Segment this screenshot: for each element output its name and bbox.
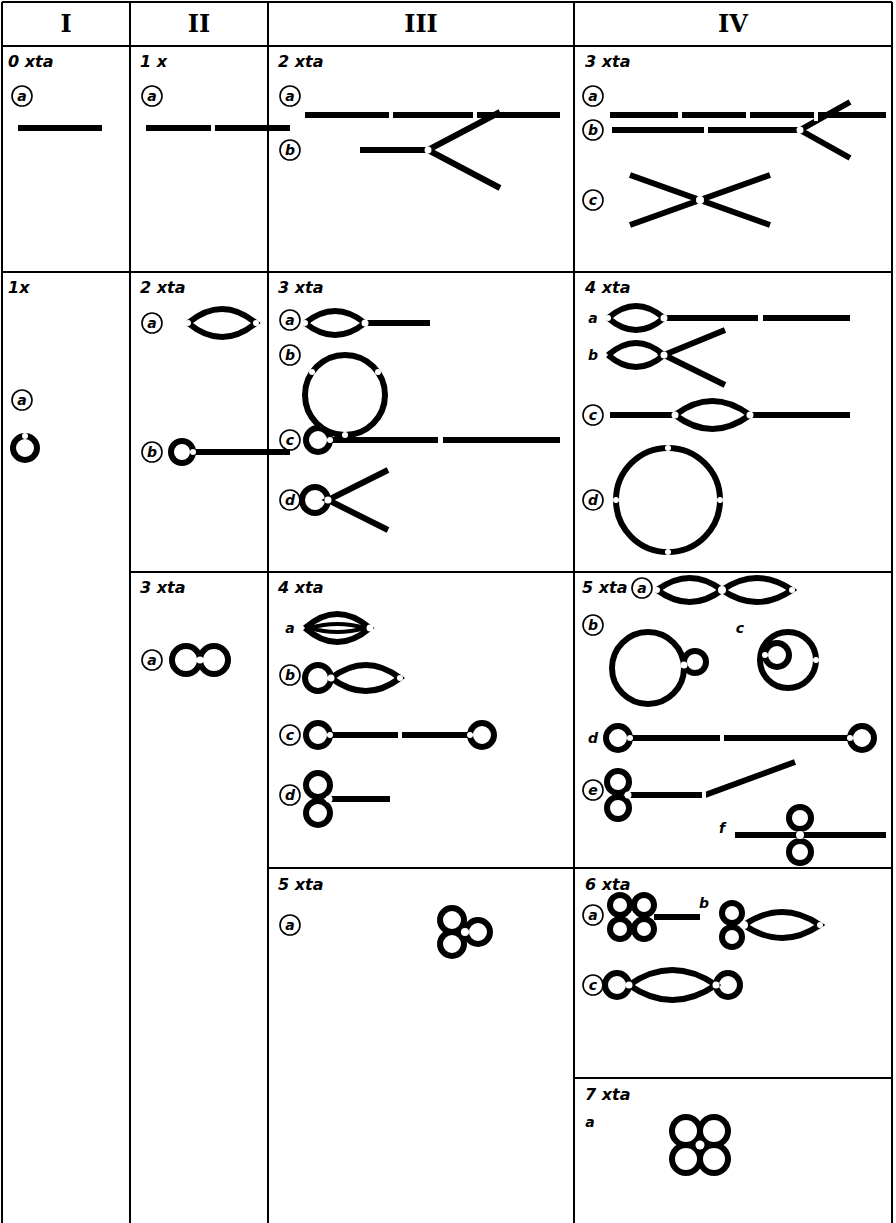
column-heading: IV xyxy=(718,12,748,36)
figure-letter: f xyxy=(719,821,725,835)
figure-letter: a xyxy=(637,581,646,595)
figure-letter: c xyxy=(589,193,597,207)
figure-letter: d xyxy=(285,788,295,802)
figure-letter: c xyxy=(286,728,294,742)
figure-letter: b xyxy=(285,143,295,157)
figure-letter: d xyxy=(588,731,598,745)
figure-letter: c xyxy=(589,978,597,992)
figure-letter: b xyxy=(699,896,709,910)
figure-letter: d xyxy=(588,493,598,507)
figure-letter: a xyxy=(147,316,156,330)
figure-letter: a xyxy=(17,89,26,103)
figure-letter: a xyxy=(588,89,597,103)
chiasma-count: 5 xta xyxy=(582,580,627,596)
chiasma-count: 4 xta xyxy=(585,280,630,296)
figure-letter: c xyxy=(736,621,744,635)
chiasma-count: 6 xta xyxy=(585,877,630,893)
figure-letter: a xyxy=(285,918,294,932)
figure-letter: d xyxy=(285,493,295,507)
chiasma-count: 3 xta xyxy=(278,280,323,296)
figure-letter: a xyxy=(17,393,26,407)
chiasma-count: 0 xta xyxy=(8,54,53,70)
figure-letter: a xyxy=(588,908,597,922)
figure-letter: b xyxy=(285,348,295,362)
letter-circles xyxy=(12,86,652,995)
figure-letter: a xyxy=(147,653,156,667)
figure-letter: a xyxy=(285,621,294,635)
figure-letter: a xyxy=(588,311,597,325)
column-heading: III xyxy=(404,12,438,36)
chiasma-marks xyxy=(22,109,853,1150)
chiasma-count: 1x xyxy=(8,280,29,296)
chiasma-count: 7 xta xyxy=(585,1087,630,1103)
figure-letter: a xyxy=(147,89,156,103)
figure-letter: a xyxy=(585,1115,594,1129)
column-heading: I xyxy=(60,12,71,36)
figure-letter: b xyxy=(285,668,295,682)
figure-letter: b xyxy=(588,348,598,362)
chiasma-count: 2 xta xyxy=(278,54,323,70)
chiasma-count: 2 xta xyxy=(140,280,185,296)
chiasma-count: 5 xta xyxy=(278,877,323,893)
figure-letter: c xyxy=(589,408,597,422)
chiasma-count: 4 xta xyxy=(278,580,323,596)
figure-letter: b xyxy=(588,123,598,137)
chiasma-count: 3 xta xyxy=(140,580,185,596)
figure-letter: b xyxy=(588,618,598,632)
figure-letter: b xyxy=(147,445,157,459)
figure-letter: e xyxy=(588,783,598,797)
chiasma-count: 3 xta xyxy=(585,54,630,70)
chiasma-count: 1 x xyxy=(140,54,167,70)
chromosome-figures xyxy=(13,102,886,1173)
column-heading: II xyxy=(188,12,210,36)
figure-letter: a xyxy=(285,89,294,103)
figure-letter: c xyxy=(286,433,294,447)
figure-letter: a xyxy=(285,313,294,327)
